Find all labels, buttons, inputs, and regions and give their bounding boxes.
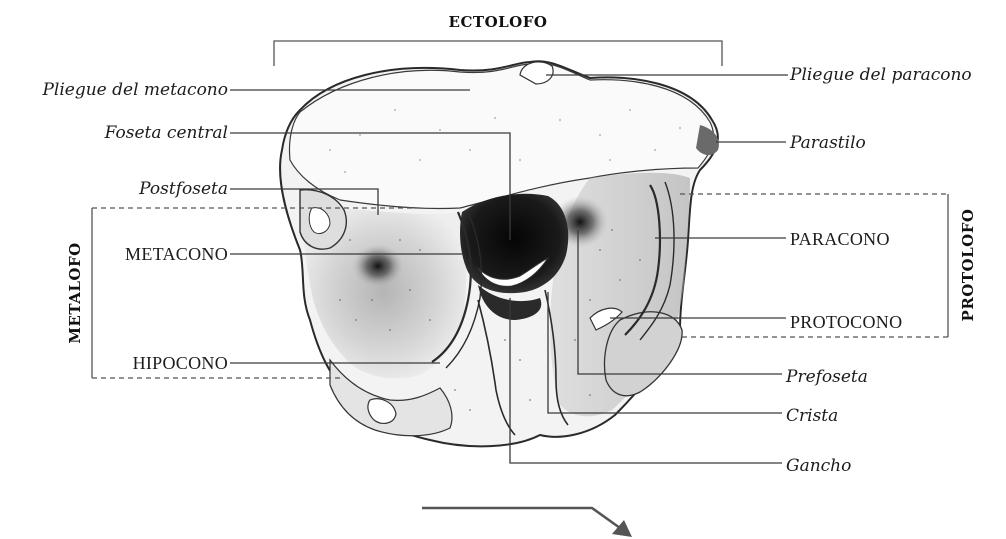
label-hipocono: HIPOCONO [133, 353, 228, 373]
label-paracono: PARACONO [790, 229, 890, 249]
label-gancho: Gancho [786, 456, 851, 476]
ectolofo-bracket: ECTOLOFO [274, 13, 722, 66]
label-pliegue-paracono: Pliegue del paracono [789, 65, 972, 85]
arrow-shaft [422, 508, 620, 528]
label-foseta-central: Foseta central [104, 123, 228, 143]
ectolofo-label: ECTOLOFO [449, 13, 548, 31]
label-postfoseta: Postfoseta [138, 179, 228, 199]
protolofo-label: PROTOLOFO [959, 209, 977, 322]
metalofo-label: METALOFO [66, 242, 84, 343]
label-protocono: PROTOCONO [790, 312, 902, 332]
direction-arrow [422, 508, 632, 537]
label-pliegue-metacono: Pliegue del metacono [41, 80, 228, 100]
metacone-dark-spot [352, 244, 404, 288]
arrow-head [612, 520, 632, 537]
label-parastilo: Parastilo [789, 133, 866, 153]
protocone-lobe [605, 312, 683, 396]
label-prefoseta: Prefoseta [785, 367, 868, 387]
label-crista: Crista [786, 406, 838, 426]
label-metacono: METACONO [125, 244, 228, 264]
